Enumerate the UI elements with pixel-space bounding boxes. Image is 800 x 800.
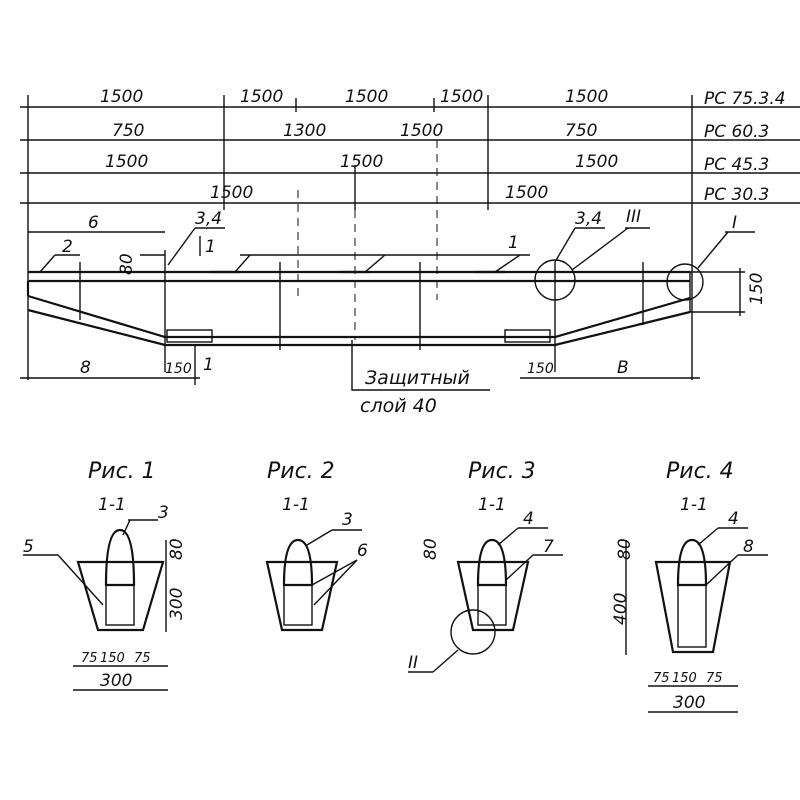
dim-row2-4: 750: [565, 121, 597, 141]
dim-row1-3: 1500: [345, 87, 388, 107]
mark-row1: РС 75.3.4: [704, 89, 786, 109]
figure-1-dim-300b: 300: [100, 671, 132, 691]
bottom-right-150: 150: [527, 361, 554, 377]
detail-i-label: I: [732, 213, 737, 233]
dim-80: 80: [117, 253, 137, 275]
dim-row1-5: 1500: [565, 87, 608, 107]
beam-elevation: 6 2 1 3,4 80 1 3,4 III I 150 8 150 1 150…: [20, 207, 767, 417]
figure-3-section: 1-1: [478, 495, 506, 515]
figure-1-callout-3: 3: [158, 503, 169, 523]
figure-1-dim-300: 300: [167, 588, 187, 620]
figure-4-dim-75a: 75: [653, 671, 670, 686]
dim-row3-1: 1500: [105, 152, 148, 172]
detail-iii-label: III: [626, 207, 641, 227]
figure-4-dim-150: 150: [672, 671, 697, 686]
dim-150-right: 150: [747, 273, 767, 305]
figure-4-dim-400: 400: [611, 593, 631, 625]
section-mark-bottom: 1: [203, 355, 214, 375]
figure-3-callout-4: 4: [523, 509, 534, 529]
bottom-left-150: 150: [165, 361, 192, 377]
figure-1-dim-80: 80: [167, 538, 187, 560]
figure-3-dim-80: 80: [421, 538, 441, 560]
mark-row2: РС 60.3: [704, 122, 769, 142]
mark-row3: РС 45.3: [704, 155, 769, 175]
figure-4-title: Рис. 4: [666, 459, 734, 484]
figure-1-callout-5: 5: [23, 537, 34, 557]
bottom-left-b: 8: [80, 358, 91, 378]
callout-6: 6: [88, 213, 99, 233]
figure-4-callout-4: 4: [728, 509, 739, 529]
figure-1-dim-75b: 75: [134, 651, 151, 666]
dim-row1-2: 1500: [240, 87, 283, 107]
callout-3-4-left: 3,4: [195, 209, 222, 229]
figure-2-section: 1-1: [282, 495, 310, 515]
figure-3-detail-ii: II: [408, 653, 418, 673]
figure-2-callout-6: 6: [357, 541, 368, 561]
dim-row3-3: 1500: [575, 152, 618, 172]
detail-iii-circle: [534, 259, 576, 301]
dim-row2-2: 1300: [283, 121, 326, 141]
figure-4-dim-300: 300: [673, 693, 705, 713]
figure-4-dim-80: 80: [615, 538, 635, 560]
figure-4-dim-75b: 75: [706, 671, 723, 686]
dim-row2-1: 750: [112, 121, 144, 141]
callout-1: 1: [508, 233, 519, 253]
cover-note-line2: слой 40: [360, 395, 437, 417]
figure-1-section: 1-1: [98, 495, 126, 515]
figure-1: Рис. 1 1-1 3 5 80 300 75 150 75 300: [23, 459, 187, 691]
dim-row1-1: 1500: [100, 87, 143, 107]
figure-4-callout-8: 8: [743, 537, 754, 557]
section-mark-top: 1: [205, 237, 216, 257]
dim-row4-2: 1500: [505, 183, 548, 203]
figure-2-callout-3: 3: [342, 510, 353, 530]
figure-3-title: Рис. 3: [468, 459, 536, 484]
figure-4-section: 1-1: [680, 495, 708, 515]
dimension-rows: 1500 1500 1500 1500 1500 РС 75.3.4 750 1…: [20, 87, 800, 380]
dim-row4-1: 1500: [210, 183, 253, 203]
figure-1-dim-75a: 75: [81, 651, 98, 666]
figure-2-title: Рис. 2: [267, 459, 335, 484]
dim-row1-4: 1500: [440, 87, 483, 107]
figure-2: Рис. 2 1-1 3 6: [265, 459, 368, 632]
dim-row3-2: 1500: [340, 152, 383, 172]
figure-1-title: Рис. 1: [88, 459, 156, 484]
figure-4: Рис. 4 1-1 4 8 80 400 75 150 75 300: [611, 459, 768, 713]
callout-3-4-right: 3,4: [575, 209, 602, 229]
cover-note-line1: Защитный: [365, 367, 470, 389]
figure-1-dim-150: 150: [100, 651, 125, 666]
figure-3-callout-7: 7: [543, 537, 554, 557]
dim-row2-3: 1500: [400, 121, 443, 141]
figure-3: Рис. 3 1-1 II 4 7 80: [408, 459, 563, 673]
detail-i-circle: [666, 263, 704, 301]
callout-2: 2: [62, 237, 73, 257]
mark-row4: РС 30.3: [704, 185, 769, 205]
bottom-right-b: B: [617, 358, 629, 378]
